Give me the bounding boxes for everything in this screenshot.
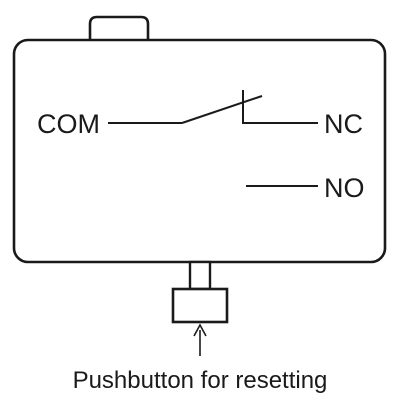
reset-arrow <box>193 323 207 356</box>
no-label: NO <box>324 173 365 203</box>
housing-top-tab <box>88 15 150 41</box>
caption: Pushbutton for resetting <box>73 367 328 394</box>
switch-housing <box>12 38 387 264</box>
com-label: COM <box>37 109 100 139</box>
switch-blade <box>181 95 263 124</box>
reset-plunger-stem <box>188 260 212 291</box>
nc-contact <box>242 90 318 124</box>
nc-label: NC <box>324 109 363 139</box>
reset-pushbutton <box>171 287 229 324</box>
